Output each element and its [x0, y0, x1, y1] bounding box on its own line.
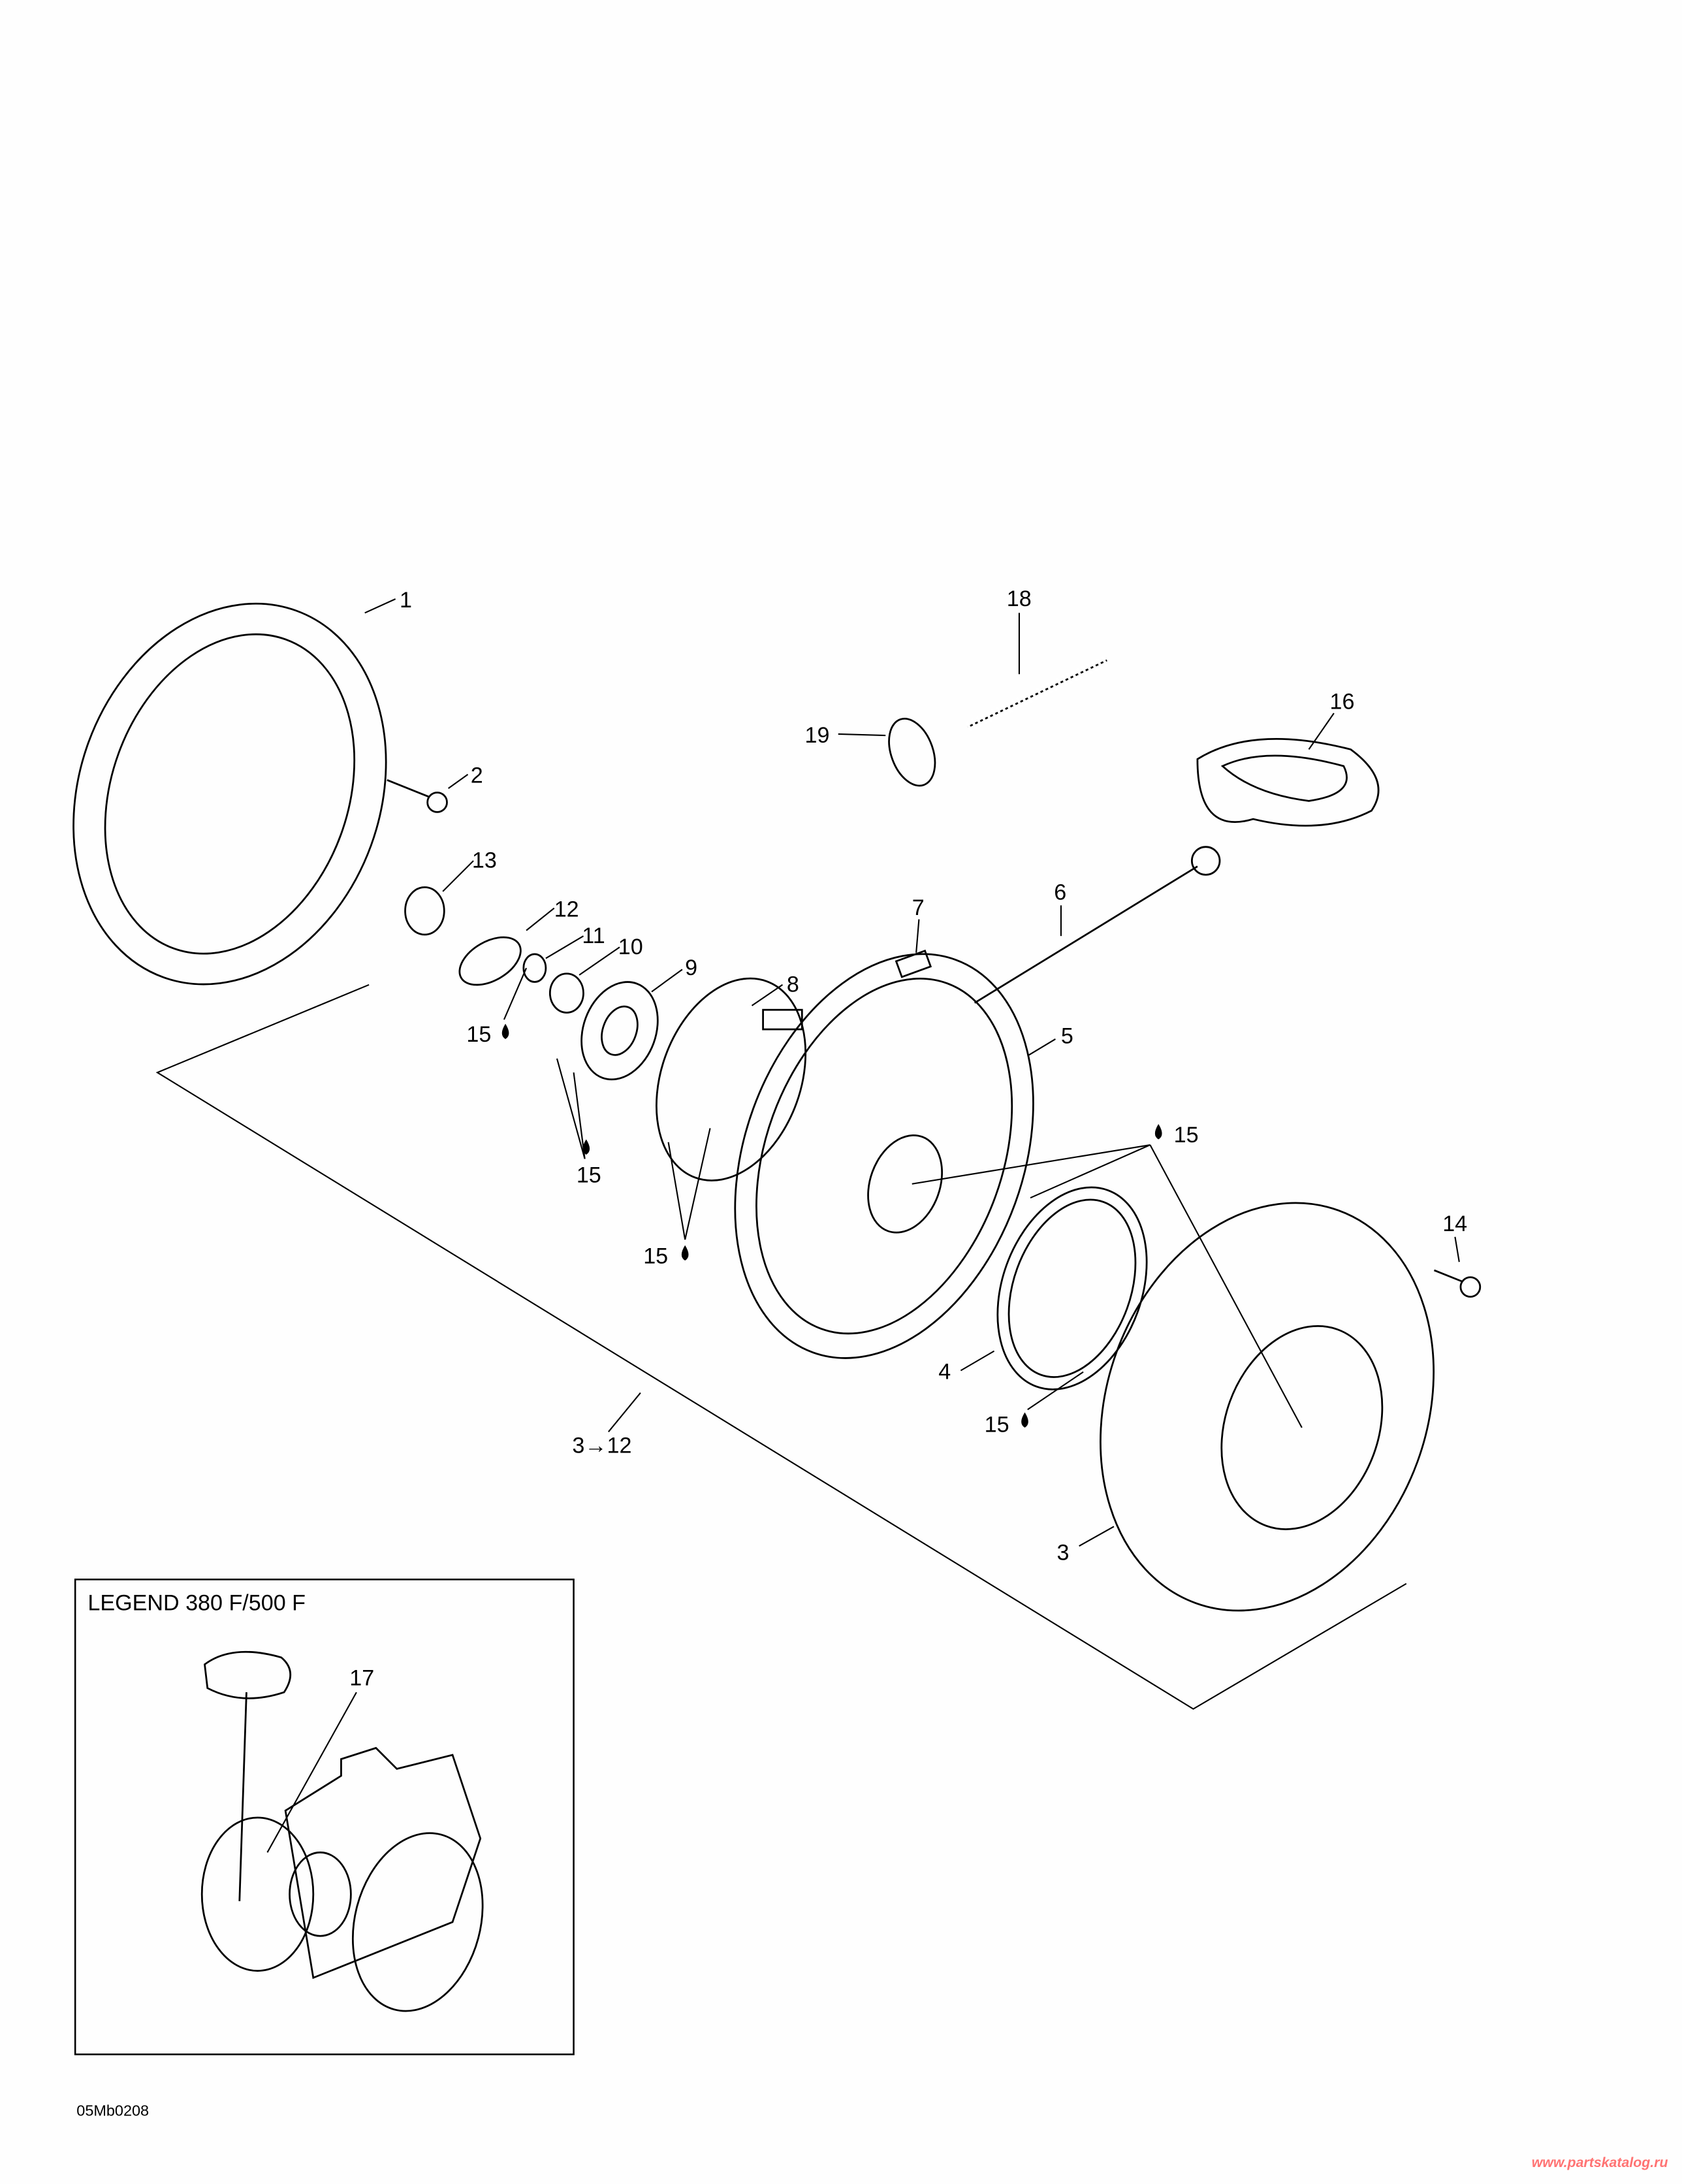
callout-4: 4 — [938, 1359, 951, 1384]
part-18-sleeve — [965, 655, 1109, 732]
inset-title: LEGEND 380 F/500 F — [87, 1590, 306, 1615]
callout-15: 15 — [985, 1412, 1009, 1437]
callout-8: 8 — [787, 972, 799, 997]
callout-5: 5 — [1061, 1023, 1073, 1048]
callout-11: 11 — [582, 923, 605, 948]
part-16-handle — [1190, 737, 1380, 876]
callout-9: 9 — [685, 956, 697, 980]
callout-13: 13 — [472, 848, 497, 873]
oil-drop-icon — [1154, 1124, 1162, 1140]
part-6-rope — [974, 865, 1198, 1004]
drawing-code: 05Mb0208 — [76, 2102, 149, 2119]
callout-range-3-12: 3→12 — [572, 1433, 631, 1458]
callout-14: 14 — [1442, 1212, 1467, 1236]
part-9-pawl — [580, 981, 659, 1081]
callout-6: 6 — [1054, 880, 1066, 905]
part-8-cam — [655, 977, 807, 1181]
inset-starter-assembly — [200, 1650, 484, 2012]
watermark: www.partskatalog.ru — [1532, 2155, 1668, 2170]
callout-2: 2 — [471, 763, 483, 788]
oil-drop-icon — [1021, 1412, 1028, 1428]
part-11-washer — [522, 953, 547, 983]
callout-15: 15 — [1174, 1123, 1199, 1148]
part-1-housing-ring — [72, 602, 387, 986]
part-19-clamp — [888, 718, 936, 787]
callout-15: 15 — [577, 1163, 601, 1188]
part-12-plate — [458, 936, 522, 986]
callout-15: 15 — [643, 1244, 668, 1268]
lubricant-callouts: 15 15 15 15 15 — [466, 1022, 1198, 1437]
callout-17: 17 — [349, 1665, 374, 1690]
part-10-bushing — [548, 972, 584, 1014]
callout-16: 16 — [1329, 690, 1354, 715]
part-4-spring — [996, 1186, 1148, 1390]
callout-1: 1 — [400, 588, 412, 613]
callout-18: 18 — [1007, 586, 1032, 611]
assembly-outline — [155, 984, 1407, 1710]
part-3-starter-housing — [1100, 1202, 1435, 1612]
oil-drop-icon — [501, 1023, 509, 1039]
callout-7: 7 — [912, 895, 925, 920]
part-13-washer — [404, 886, 445, 936]
callout-10: 10 — [618, 935, 643, 959]
oil-drop-icon — [582, 1139, 590, 1155]
part-7-key — [895, 949, 932, 978]
callout-15: 15 — [466, 1022, 491, 1047]
callout-3: 3 — [1057, 1541, 1070, 1566]
callout-19: 19 — [805, 723, 830, 748]
part-14-screw — [1433, 1269, 1482, 1298]
callout-12: 12 — [554, 897, 579, 922]
legend-inset-box: LEGEND 380 F/500 F 17 — [74, 1579, 575, 2055]
part-5-pulley — [734, 953, 1034, 1359]
part-2-bolt — [387, 779, 448, 813]
oil-drop-icon — [681, 1245, 689, 1261]
